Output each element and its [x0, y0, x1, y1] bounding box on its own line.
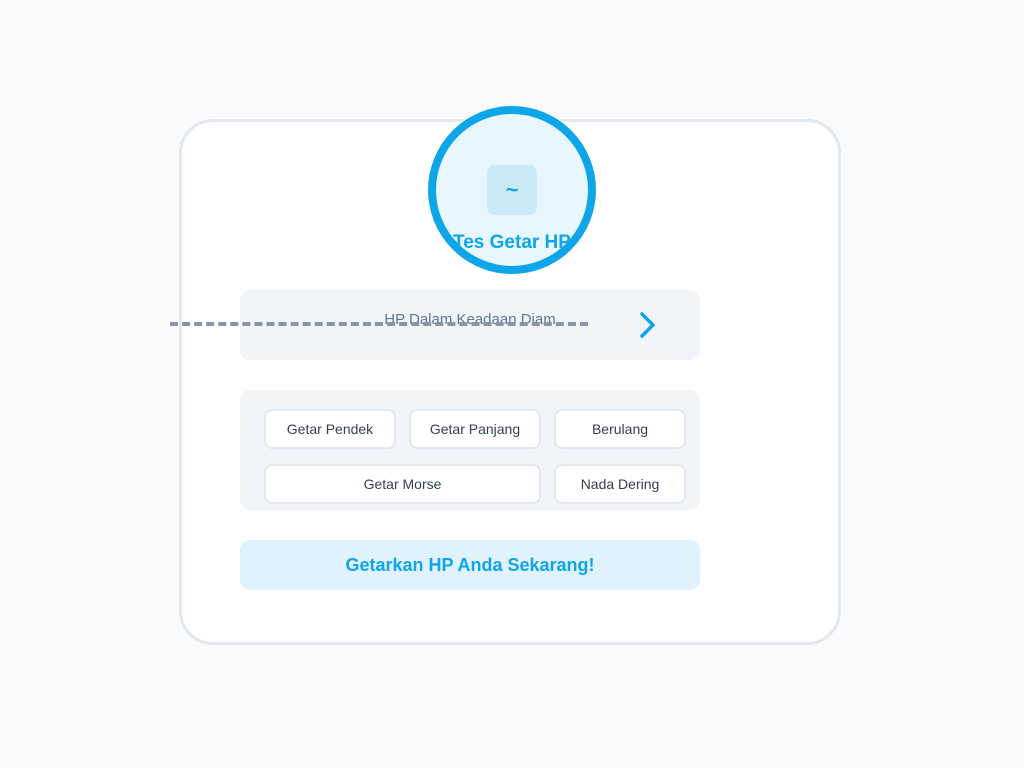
- option-getar-pendek-button[interactable]: Getar Pendek: [264, 409, 396, 449]
- option-getar-morse-button[interactable]: Getar Morse: [264, 464, 541, 504]
- option-label: Getar Panjang: [429, 421, 521, 437]
- page-title: Tes Getar HP: [453, 232, 571, 253]
- vibrate-now-label: Getarkan HP Anda Sekarang!: [345, 554, 595, 575]
- magnifier-lens: ~ Tes Getar HP: [428, 106, 596, 274]
- option-label: Nada Dering: [580, 476, 660, 492]
- option-nada-dering-button[interactable]: Nada Dering: [554, 464, 686, 504]
- option-label: Getar Pendek: [286, 421, 374, 437]
- vibration-options-panel: Getar Pendek Getar Panjang Berulang Geta…: [240, 390, 700, 510]
- status-text: HP Dalam Keadaan Diam: [384, 311, 556, 328]
- option-berulang-button[interactable]: Berulang: [554, 409, 686, 449]
- option-getar-panjang-button[interactable]: Getar Panjang: [409, 409, 541, 449]
- chevron-right-icon[interactable]: [636, 308, 660, 342]
- option-label: Berulang: [591, 421, 649, 437]
- vibration-wave-icon: ~: [487, 165, 537, 215]
- vibrate-now-button[interactable]: Getarkan HP Anda Sekarang!: [240, 540, 700, 590]
- option-label: Getar Morse: [363, 476, 442, 492]
- vibration-icon-glyph: ~: [505, 177, 519, 202]
- dashed-divider-line: [170, 322, 588, 326]
